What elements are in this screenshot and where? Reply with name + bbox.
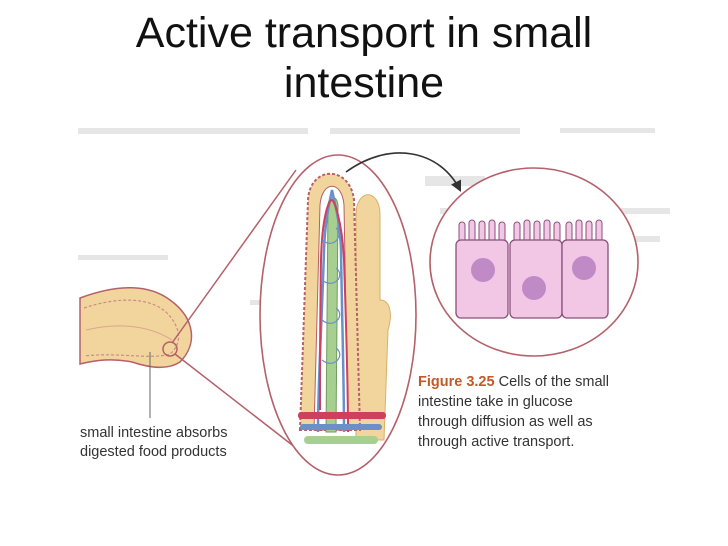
title-line-2: intestine — [283, 59, 445, 107]
intestine-lumen-line — [85, 325, 173, 341]
figure-caption-line-4: through active transport. — [418, 434, 575, 450]
magnify-line-bottom — [174, 353, 306, 456]
figure-caption-line-1: Figure 3.25 Cells of the small — [418, 372, 668, 392]
figure-caption: Figure 3.25 Cells of the small intestine… — [418, 372, 668, 452]
base-vessel-green — [304, 436, 378, 444]
figure-caption-text-1: Cells of the small — [498, 374, 609, 390]
neighbour-villus — [355, 194, 391, 441]
absorption-label-line-1: small intestine absorbs — [80, 425, 228, 441]
microvilli — [458, 219, 603, 245]
nucleus-2 — [522, 276, 546, 300]
magnify-point — [162, 341, 178, 357]
lacteal-vessel — [325, 197, 339, 433]
figure-number: Figure 3.25 — [418, 374, 495, 390]
zoom-arrow — [345, 152, 462, 193]
magnify-line-top — [171, 169, 297, 344]
base-vessel-red — [298, 412, 386, 419]
villus-magnified — [259, 154, 417, 476]
nucleus-3 — [572, 256, 596, 280]
capillary-network — [321, 227, 341, 364]
absorption-label: small intestine absorbs digested food pr… — [80, 424, 228, 462]
figure-caption-line-3: through diffusion as well as — [418, 414, 593, 430]
base-vessel-blue — [300, 424, 382, 430]
red-capillary — [319, 198, 349, 433]
slide-title: Active transport in small intestine — [0, 8, 728, 108]
nucleus-1 — [471, 258, 495, 282]
absorption-label-line-2: digested food products — [80, 444, 227, 460]
figure-caption-line-2: intestine take in glucose — [418, 394, 573, 410]
intestine-inner-lining — [83, 299, 180, 357]
cells-magnified — [429, 167, 639, 357]
title-line-1: Active transport in small — [135, 9, 593, 57]
intestine-tube — [79, 287, 193, 418]
